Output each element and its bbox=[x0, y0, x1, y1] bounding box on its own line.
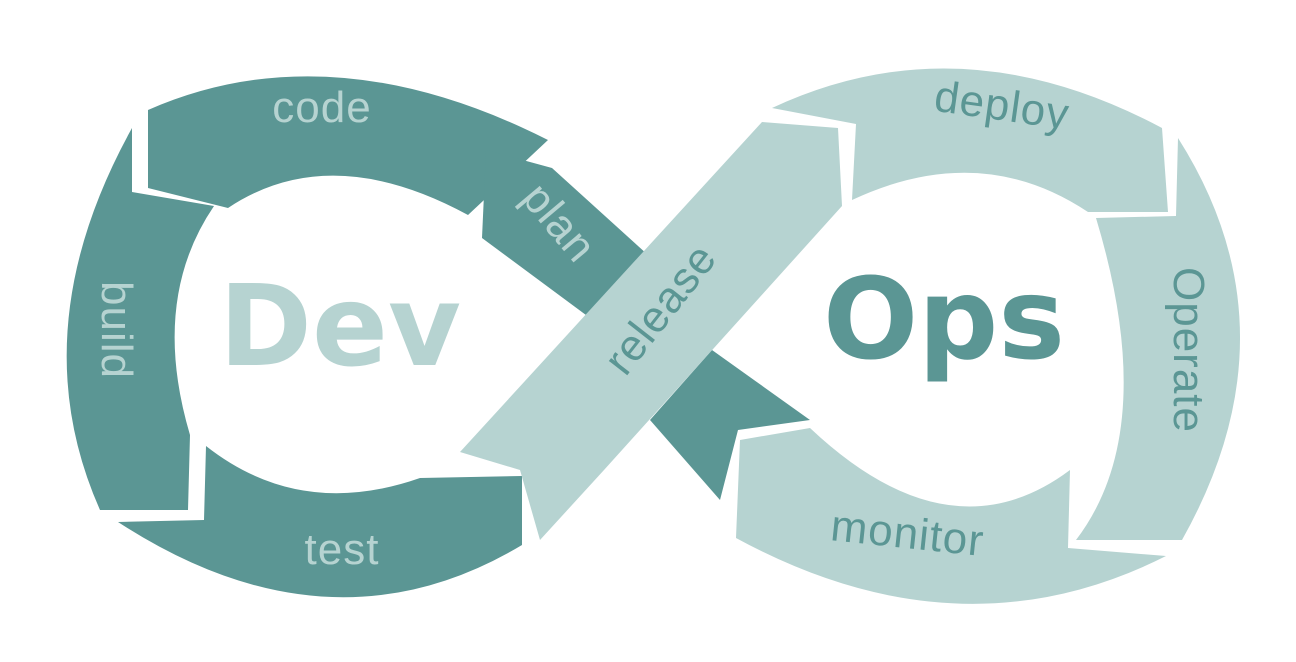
segment-release bbox=[460, 122, 842, 540]
dev-loop bbox=[66, 76, 810, 598]
label-operate: Operate bbox=[1164, 267, 1213, 433]
segment-plan bbox=[482, 150, 648, 318]
segment-test bbox=[118, 446, 522, 598]
label-test: test bbox=[305, 525, 380, 574]
label-code: code bbox=[272, 83, 371, 132]
center-label-dev: Dev bbox=[219, 262, 461, 392]
segment-code bbox=[148, 76, 548, 215]
segment-operate bbox=[1076, 138, 1241, 540]
ops-loop bbox=[460, 68, 1241, 604]
segment-monitor bbox=[736, 428, 1166, 604]
segment-deploy bbox=[772, 68, 1168, 212]
segment-build bbox=[66, 128, 214, 510]
segment-crossover bbox=[650, 350, 810, 500]
label-build: build bbox=[92, 281, 141, 379]
center-label-ops: Ops bbox=[823, 255, 1065, 385]
